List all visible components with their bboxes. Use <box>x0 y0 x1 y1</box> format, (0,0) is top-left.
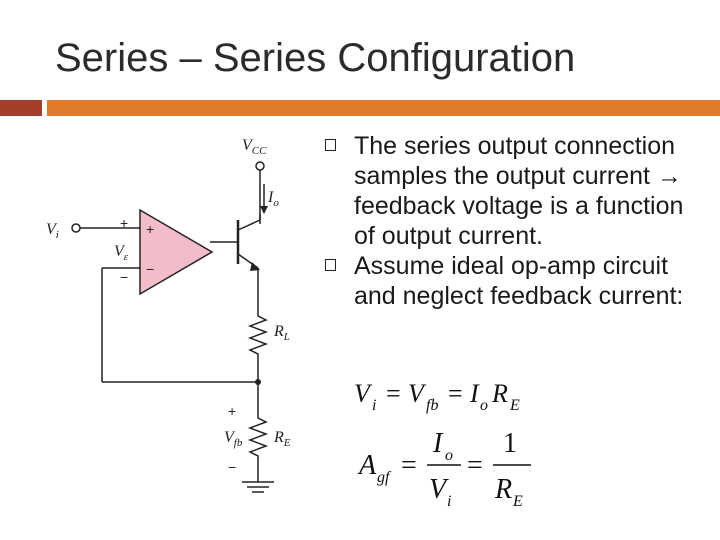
vi-label: Vi <box>46 221 59 241</box>
svg-text:I: I <box>469 379 480 408</box>
bullet-square-icon <box>325 259 336 271</box>
io-arrow-head <box>260 206 268 214</box>
svg-text:i: i <box>447 493 451 510</box>
re-label: RE <box>273 429 291 449</box>
svg-text:=: = <box>467 450 483 481</box>
svg-text:i: i <box>372 397 376 414</box>
svg-text:=: = <box>401 450 417 481</box>
svg-text:E: E <box>512 493 523 510</box>
vcc-terminal <box>255 161 265 171</box>
rl-label: RL <box>273 323 290 343</box>
vcc-label: VCC <box>242 137 267 157</box>
bullet-item: The series output connection samples the… <box>325 131 705 251</box>
svg-text:gf: gf <box>377 469 392 486</box>
io-label: Io <box>267 189 279 209</box>
svg-text:=: = <box>448 379 463 408</box>
svg-text:fb: fb <box>426 397 438 414</box>
svg-text:o: o <box>445 447 453 464</box>
svg-text:V: V <box>408 379 427 408</box>
svg-text:R: R <box>491 379 508 408</box>
svg-text:R: R <box>494 474 512 505</box>
vfb-label: Vfb <box>224 429 243 449</box>
vfb-minus-sign: − <box>228 459 236 475</box>
svg-text:o: o <box>480 397 488 414</box>
vi-terminal <box>71 223 81 233</box>
equation-transconductance-gain: A gf = I o V i = 1 R E <box>357 428 531 510</box>
svg-text:1: 1 <box>503 428 517 459</box>
title-rule-bar <box>47 100 720 116</box>
equation-feedback-voltage: V i = V fb = I o R E <box>350 374 550 414</box>
svg-text:=: = <box>386 379 401 408</box>
rl-resistor <box>247 310 269 382</box>
re-resistor <box>247 382 269 482</box>
slide-title: Series – Series Configuration <box>55 36 576 80</box>
opamp-plus-sign: + <box>146 221 154 237</box>
bullet-item: Assume ideal op-amp circuit and neglect … <box>325 251 705 311</box>
vfb-plus-sign: + <box>228 403 236 419</box>
bullet-square-icon <box>325 139 336 151</box>
svg-text:I: I <box>432 428 444 459</box>
bullet-text: The series output connection samples the… <box>354 132 684 250</box>
svg-text:A: A <box>357 450 377 481</box>
ve-label: Vε <box>114 243 129 263</box>
bullet-text: Assume ideal op-amp circuit and neglect … <box>354 252 684 310</box>
opamp-minus-sign: − <box>146 261 154 277</box>
vi-minus-sign: − <box>120 269 128 285</box>
opamp-triangle <box>139 208 214 296</box>
feedback-node <box>255 379 261 385</box>
title-rule-accent <box>0 100 42 116</box>
series-series-circuit-diagram: VCC Io Vi Vε RL Vfb RE + − + − + − <box>46 137 291 493</box>
emitter-arrow <box>250 262 260 271</box>
svg-text:V: V <box>354 379 373 408</box>
svg-text:E: E <box>509 397 520 414</box>
bullet-list: The series output connection samples the… <box>325 131 705 311</box>
vi-plus-sign: + <box>120 215 128 231</box>
svg-text:V: V <box>429 474 449 505</box>
